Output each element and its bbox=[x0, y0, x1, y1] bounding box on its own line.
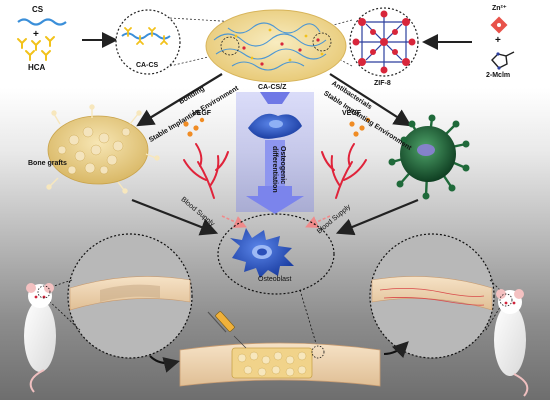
zn-ion-icon bbox=[490, 16, 508, 34]
stem-cell bbox=[248, 113, 302, 139]
zn-label: Zn²⁺ bbox=[492, 5, 507, 12]
arrow-to-healed bbox=[383, 341, 409, 359]
mouse-left bbox=[24, 283, 56, 393]
osteoblast-label: Osteoblast bbox=[258, 276, 292, 283]
blood-supply-arrow-right bbox=[305, 215, 331, 228]
blood-vessel-left bbox=[183, 143, 229, 199]
syringe-icon bbox=[207, 311, 247, 349]
arrow-graft-to-osteoblast bbox=[131, 198, 219, 236]
vegf-right-label: VEGF bbox=[342, 110, 362, 117]
plus-label-right: + bbox=[495, 35, 501, 46]
mouse-right bbox=[494, 289, 529, 397]
bacteria-virus bbox=[388, 114, 470, 200]
vegf-particles-left bbox=[183, 117, 205, 137]
bone-defect-implant bbox=[179, 342, 381, 387]
plus-label-left: + bbox=[33, 29, 39, 40]
osteoblast-circle bbox=[217, 213, 335, 295]
cs-chain-icon bbox=[17, 18, 67, 26]
ca-cs-label: CA-CS bbox=[136, 62, 159, 69]
methylimidazole-icon bbox=[491, 51, 515, 70]
bone-grafts-label: Bone grafts bbox=[28, 160, 67, 167]
osteogenic-label: Osteogenic bbox=[279, 146, 286, 185]
blood-vessel-right bbox=[321, 143, 367, 199]
differentiation-label: differentiation bbox=[271, 146, 278, 193]
bone-zoom-circle-left bbox=[67, 233, 193, 359]
zif8-zoom-circle bbox=[349, 7, 419, 77]
arrow-down-small bbox=[260, 92, 290, 104]
mcim-label: 2-Mclm bbox=[486, 72, 511, 79]
ca-cs-zoom-circle bbox=[115, 9, 181, 75]
osteoblast-to-defect-line bbox=[299, 289, 319, 351]
ca-cs-z-hydrogel bbox=[205, 9, 347, 83]
arrow-shaft bbox=[265, 140, 285, 186]
arrow-to-implant bbox=[149, 355, 180, 373]
zif8-label: ZIF-8 bbox=[374, 80, 391, 87]
ca-cs-z-label: CA-CS/Z bbox=[258, 84, 287, 91]
big-down-arrow bbox=[246, 186, 304, 214]
hca-molecules-icon bbox=[17, 36, 55, 61]
bone-graft-cluster bbox=[46, 104, 160, 194]
cs-label: CS bbox=[32, 5, 44, 14]
arrow-to-bacteria bbox=[329, 73, 412, 127]
hca-label: HCA bbox=[28, 63, 46, 72]
bone-zoom-circle-right bbox=[369, 233, 495, 359]
arrow-to-bone-grafts bbox=[136, 73, 223, 127]
blood-supply-arrow-left bbox=[221, 215, 247, 228]
vegf-particles-right bbox=[349, 117, 371, 137]
vegf-left-label: VEGF bbox=[192, 110, 212, 117]
arrow-bacteria-to-osteoblast bbox=[335, 198, 419, 236]
